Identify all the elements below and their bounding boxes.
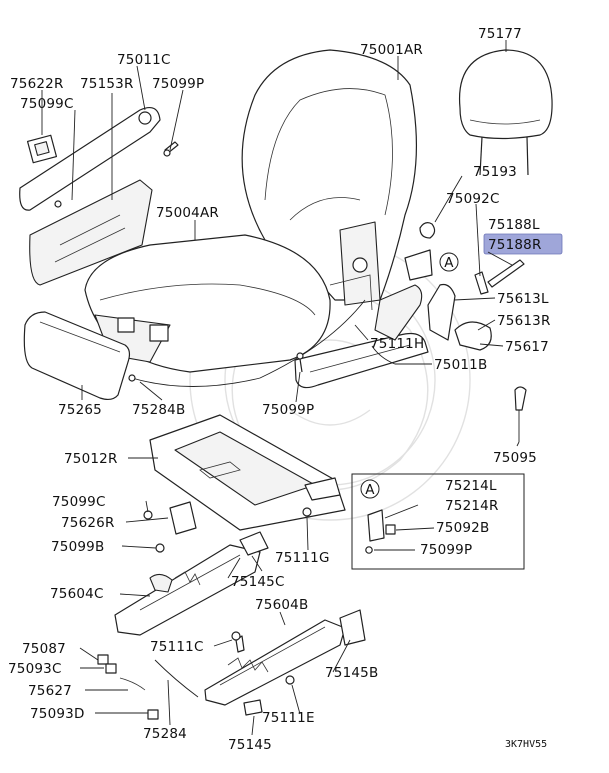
label-75099p-inset: 75099P bbox=[420, 542, 472, 558]
label-75145: 75145 bbox=[228, 737, 272, 753]
label-75093d: 75093D bbox=[30, 706, 85, 722]
label-75093c: 75093C bbox=[8, 661, 62, 677]
label-75095: 75095 bbox=[493, 450, 537, 466]
seat-rail-lower-right bbox=[204, 507, 366, 716]
label-75617: 75617 bbox=[505, 339, 549, 355]
release-cable bbox=[128, 299, 366, 387]
label-75613l: 75613L bbox=[497, 291, 549, 307]
label-75265: 75265 bbox=[58, 402, 102, 418]
label-75111e: 75111E bbox=[262, 710, 315, 726]
callout-a-upper bbox=[439, 252, 459, 272]
label-75145b: 75145B bbox=[325, 665, 378, 681]
label-75092c: 75092C bbox=[446, 191, 500, 207]
label-75214l: 75214L bbox=[445, 478, 497, 494]
label-75099b: 75099B bbox=[51, 539, 104, 555]
diagram-code: 3K7HV55 bbox=[505, 739, 547, 750]
label-75214r: 75214R bbox=[445, 498, 499, 514]
seat-rail-lower-left bbox=[114, 501, 269, 636]
label-75177: 75177 bbox=[478, 26, 522, 42]
label-75099p-top: 75099P bbox=[152, 76, 204, 92]
label-75092b: 75092B bbox=[436, 520, 489, 536]
leader-lines bbox=[41, 40, 520, 736]
label-75111g: 75111G bbox=[275, 550, 330, 566]
label-75284: 75284 bbox=[143, 726, 187, 742]
label-75188r: 75188R bbox=[488, 237, 542, 253]
inset-marker-a: A bbox=[365, 482, 375, 498]
callout-marker-a: A bbox=[444, 255, 454, 271]
inset-box-a bbox=[351, 473, 525, 570]
label-75622r: 75622R bbox=[10, 76, 64, 92]
label-75011b: 75011B bbox=[434, 357, 487, 373]
label-75012r: 75012R bbox=[64, 451, 118, 467]
recliner-bracket-right bbox=[294, 284, 429, 389]
part-highlight bbox=[483, 233, 563, 255]
small-parts-upper-right bbox=[296, 222, 527, 442]
label-75626r: 75626R bbox=[61, 515, 115, 531]
label-75111c: 75111C bbox=[150, 639, 204, 655]
label-75193: 75193 bbox=[473, 164, 517, 180]
recliner-bracket-left bbox=[19, 107, 179, 286]
side-cover-part bbox=[23, 311, 131, 401]
headrest-part bbox=[458, 49, 553, 176]
label-75604c: 75604C bbox=[50, 586, 104, 602]
label-75188l: 75188L bbox=[488, 217, 540, 233]
label-75284b: 75284B bbox=[132, 402, 185, 418]
seat-frame-part bbox=[149, 414, 346, 531]
label-75004ar: 75004AR bbox=[156, 205, 219, 221]
label-75011c: 75011C bbox=[117, 52, 171, 68]
label-75604b: 75604B bbox=[255, 597, 308, 613]
label-75099c-top: 75099C bbox=[20, 96, 74, 112]
label-75099p-mid: 75099P bbox=[262, 402, 314, 418]
seat-back-part bbox=[241, 49, 418, 311]
label-75087: 75087 bbox=[22, 641, 66, 657]
label-75145c: 75145C bbox=[231, 574, 285, 590]
label-75153r: 75153R bbox=[80, 76, 134, 92]
label-75001ar: 75001AR bbox=[360, 42, 423, 58]
label-75627: 75627 bbox=[28, 683, 72, 699]
small-parts-lower-left bbox=[97, 654, 199, 720]
label-75111h: 75111H bbox=[370, 336, 424, 352]
label-75613r: 75613R bbox=[497, 313, 551, 329]
part-labels: 75001AR 75177 75622R 75153R 75099P 75011… bbox=[8, 26, 551, 753]
label-75099c-bot: 75099C bbox=[52, 494, 106, 510]
